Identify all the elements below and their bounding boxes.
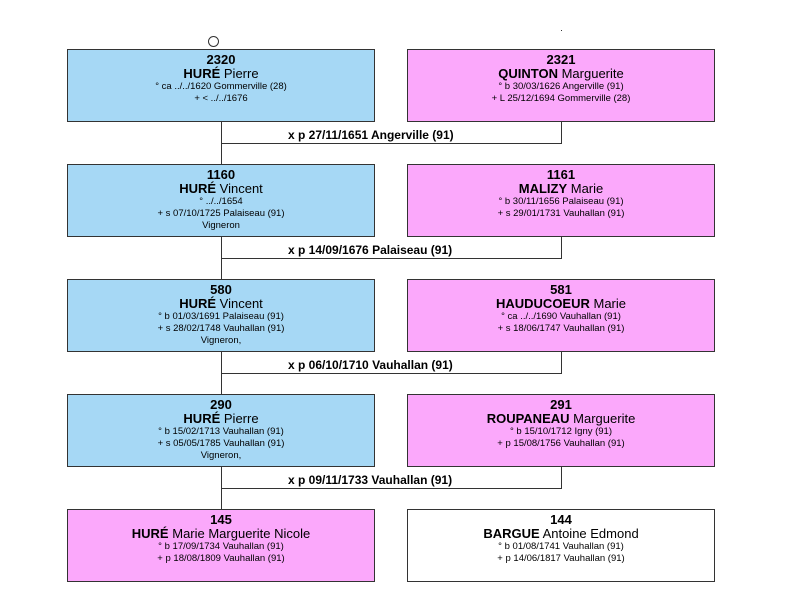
person-given-name: Pierre: [223, 411, 259, 426]
person-surname: HAUDUCOEUR: [495, 296, 590, 311]
person-name: QUINTON Marguerite: [408, 67, 714, 81]
person-number: 580: [210, 282, 232, 297]
person-name: MALIZY Marie: [408, 182, 714, 196]
person-detail-line: ° b 30/03/1626 Angerville (91): [498, 81, 624, 92]
person-given-name: Vincent: [219, 296, 263, 311]
person-detail-line: Vigneron,: [200, 335, 242, 346]
person-surname: HURÉ: [179, 296, 217, 311]
person-given-name: Pierre: [223, 66, 259, 81]
person-number: 1161: [546, 167, 576, 182]
person-detail-line: + s 18/06/1747 Vauhallan (91): [497, 323, 625, 334]
person-name: HURÉ Pierre: [68, 67, 374, 81]
person-number: 1160: [206, 167, 236, 182]
person-surname: HURÉ: [183, 66, 221, 81]
person-number: 145: [210, 512, 232, 527]
person-surname: HURÉ: [183, 411, 221, 426]
person-given-name: Antoine Edmond: [542, 526, 639, 541]
person-given-name: Marie: [570, 181, 604, 196]
person-detail-line: ° b 15/10/1712 Igny (91): [509, 426, 613, 437]
person-number: 144: [550, 512, 572, 527]
person-detail-line: + p 18/08/1809 Vauhallan (91): [157, 553, 285, 564]
marriage-label: x p 14/09/1676 Palaiseau (91): [288, 243, 453, 257]
person-given-name: Vincent: [219, 181, 263, 196]
person-detail-line: ° b 01/03/1691 Palaiseau (91): [158, 311, 284, 322]
connector-line: [561, 122, 562, 143]
person-surname: HURÉ: [179, 181, 217, 196]
person-detail-line: ° b 30/11/1656 Palaiseau (91): [498, 196, 624, 207]
person-given-name: Marie: [593, 296, 627, 311]
marriage-line: [221, 258, 562, 259]
person-name: HURÉ Vincent: [68, 297, 374, 311]
person-name: HURÉ Vincent: [68, 182, 374, 196]
person-detail-line: + s 05/05/1785 Vauhallan (91): [157, 438, 285, 449]
marriage-line: [221, 143, 562, 144]
person-detail-line: + s 29/01/1731 Vauhallan (91): [497, 208, 625, 219]
person-detail-line: + p 14/06/1817 Vauhallan (91): [497, 553, 625, 564]
person-number: 290: [210, 397, 232, 412]
person-detail-line: ° b 15/02/1713 Vauhallan (91): [158, 426, 284, 437]
connector-line: [561, 237, 562, 258]
person-given-name: Marguerite: [561, 66, 624, 81]
marriage-label: x p 06/10/1710 Vauhallan (91): [288, 358, 453, 372]
connector-line: [561, 467, 562, 488]
person-name: ROUPANEAU Marguerite: [408, 412, 714, 426]
marriage-label: x p 09/11/1733 Vauhallan (91): [288, 473, 453, 487]
person-surname: HURÉ: [131, 526, 169, 541]
person-detail-line: ° b 01/08/1741 Vauhallan (91): [498, 541, 624, 552]
person-detail-line: + L 25/12/1694 Gommerville (28): [491, 93, 631, 104]
person-detail-line: ° b 17/09/1734 Vauhallan (91): [158, 541, 284, 552]
person-detail-line: ° ca ../../1690 Vauhallan (91): [501, 311, 621, 322]
person-detail-line: + < ../../1676: [194, 93, 248, 104]
person-given-name: Marguerite: [573, 411, 636, 426]
person-name: BARGUE Antoine Edmond: [408, 527, 714, 541]
person-number: 581: [550, 282, 572, 297]
person-name: HURÉ Marie Marguerite Nicole: [68, 527, 374, 541]
person-surname: MALIZY: [518, 181, 568, 196]
person-name: HAUDUCOEUR Marie: [408, 297, 714, 311]
person-surname: QUINTON: [498, 66, 558, 81]
person-given-name: Marie Marguerite Nicole: [172, 526, 311, 541]
person-number: 2321: [546, 52, 576, 67]
person-detail-line: ° ca ../../1620 Gommerville (28): [155, 81, 287, 92]
person-surname: BARGUE: [483, 526, 540, 541]
person-detail-line: + s 07/10/1725 Palaiseau (91): [157, 208, 285, 219]
person-number: 291: [550, 397, 572, 412]
connector-line: [561, 352, 562, 373]
person-number: 2320: [206, 52, 236, 67]
person-name: HURÉ Pierre: [68, 412, 374, 426]
person-detail-line: + s 28/02/1748 Vauhallan (91): [157, 323, 285, 334]
marriage-label: x p 27/11/1651 Angerville (91): [288, 128, 454, 142]
root-marker-circle: [208, 36, 219, 47]
person-detail-line: Vigneron,: [200, 450, 242, 461]
marriage-line: [221, 373, 562, 374]
person-detail-line: ° ../../1654: [199, 196, 243, 207]
person-surname: ROUPANEAU: [486, 411, 570, 426]
person-detail-line: + p 15/08/1756 Vauhallan (91): [497, 438, 625, 449]
top-right-dot: [561, 30, 562, 31]
marriage-line: [221, 488, 562, 489]
person-detail-line: Vigneron: [202, 220, 240, 231]
